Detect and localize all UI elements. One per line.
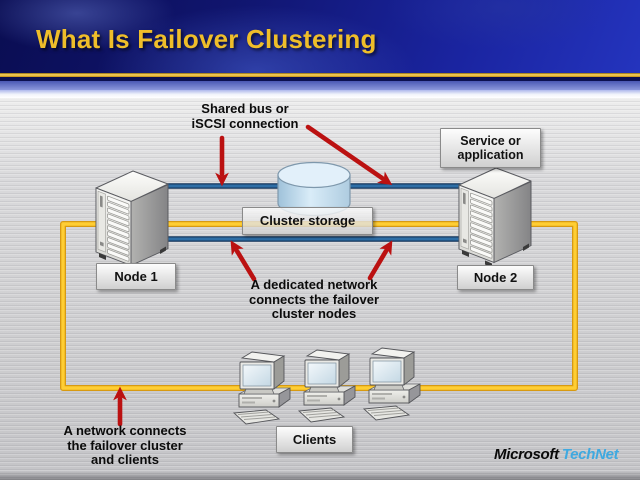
header-divider-periwinkle: [0, 81, 640, 90]
server-tower-icon-node2: [458, 167, 532, 268]
cluster-storage-label: Cluster storage: [242, 207, 373, 235]
node1-label: Node 1: [96, 263, 176, 290]
page-title: What Is Failover Clustering: [36, 24, 377, 54]
header-divider-gold: [0, 73, 640, 77]
client-computer-icon-2: [298, 349, 356, 423]
server-tower-icon-node1: [95, 170, 169, 271]
node2-label: Node 2: [457, 265, 534, 290]
client-computer-icon-1: [233, 351, 291, 425]
header-divider-navy: [0, 77, 640, 81]
red-arrows: [113, 124, 393, 427]
microsoft-wordmark: Microsoft: [494, 446, 559, 463]
bottom-edge-shadow: [0, 471, 640, 480]
arrow-dedicated-left: [230, 240, 257, 282]
shared-bus-annotation: Shared bus or iSCSI connection: [191, 101, 299, 131]
clients-label: Clients: [276, 426, 353, 453]
service-or-application-label: Service or application: [440, 128, 541, 168]
header-banner: [0, 0, 640, 74]
dedicated-network-annotation: A dedicated network connects the failove…: [248, 277, 380, 321]
arrow-shared-bus-diagonal: [305, 124, 393, 186]
arrow-dedicated-right: [367, 240, 393, 281]
technet-wordmark: TechNet: [561, 446, 619, 463]
client-computer-icon-3: [363, 347, 421, 421]
storage-cylinder-icon: [277, 161, 351, 217]
header-divider-light: [0, 90, 640, 98]
client-network-annotation: A network connects the failover cluster …: [63, 423, 187, 467]
